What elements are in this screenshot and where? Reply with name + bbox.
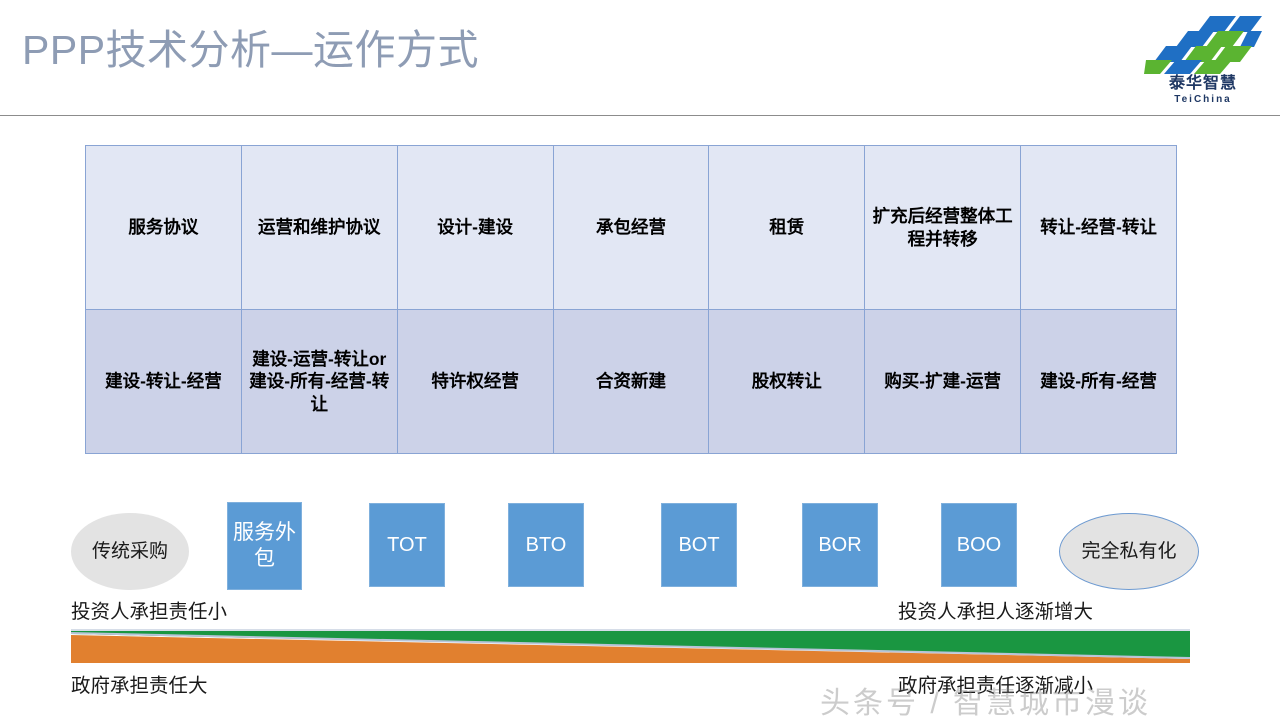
investor-responsibility-high-label: 投资人承担人逐渐增大 (898, 601, 1094, 623)
table-cell: 服务协议 (85, 145, 242, 310)
government-responsibility-low-label: 政府承担责任逐渐减小 (898, 675, 1094, 697)
government-responsibility-high-label: 政府承担责任大 (71, 675, 208, 697)
table-cell: 建设-运营-转让or建设-所有-经营-转让 (240, 309, 398, 454)
table-cell: 建设-转让-经营 (85, 309, 242, 454)
wedge-divider (71, 632, 1190, 659)
spectrum-node-boo: BOO (941, 503, 1017, 587)
header-divider (0, 115, 1280, 116)
logo-wordmark: 泰华智慧 (1168, 75, 1237, 92)
table-cell: 运营和维护协议 (240, 145, 398, 310)
government-share-wedge (71, 635, 1190, 663)
wedge-svg (71, 629, 1190, 663)
spectrum-end-node: 完全私有化 (1059, 513, 1199, 590)
logo-latin-name: TeiChina (1174, 94, 1232, 105)
spectrum-node-bto: BTO (508, 503, 584, 587)
table-row: 建设-转让-经营 建设-运营-转让or建设-所有-经营-转让 特许权经营 合资新… (85, 309, 1177, 454)
spectrum-node-tot: TOT (369, 503, 445, 587)
operation-modes-table: 服务协议 运营和维护协议 设计-建设 承包经营 租赁 扩充后经营整体工程并转移 … (85, 145, 1177, 454)
logo-mark-icon (1144, 16, 1262, 74)
company-logo: 泰华智慧 TeiChina (1144, 14, 1262, 110)
table-cell: 合资新建 (552, 309, 710, 454)
investor-responsibility-low-label: 投资人承担责任小 (71, 601, 228, 623)
table-cell: 股权转让 (708, 309, 866, 454)
table-cell: 承包经营 (552, 145, 710, 310)
table-cell: 特许权经营 (396, 309, 554, 454)
page-title: PPP技术分析—运作方式 (22, 27, 480, 73)
table-cell: 建设-所有-经营 (1020, 309, 1177, 454)
spectrum-node-bot: BOT (661, 503, 737, 587)
table-cell: 设计-建设 (396, 145, 554, 310)
spectrum-node-service-outsourcing: 服务外包 (227, 502, 302, 590)
table-row: 服务协议 运营和维护协议 设计-建设 承包经营 租赁 扩充后经营整体工程并转移 … (85, 145, 1177, 310)
table-cell: 扩充后经营整体工程并转移 (864, 145, 1022, 310)
table-cell: 租赁 (708, 145, 866, 310)
spectrum-start-node: 传统采购 (71, 513, 189, 590)
responsibility-wedge-chart (71, 628, 1190, 666)
watermark: 头条号 / 智慧城市漫谈 (820, 687, 1152, 720)
spectrum-node-bor: BOR (802, 503, 878, 587)
table-cell: 转让-经营-转让 (1020, 145, 1177, 310)
